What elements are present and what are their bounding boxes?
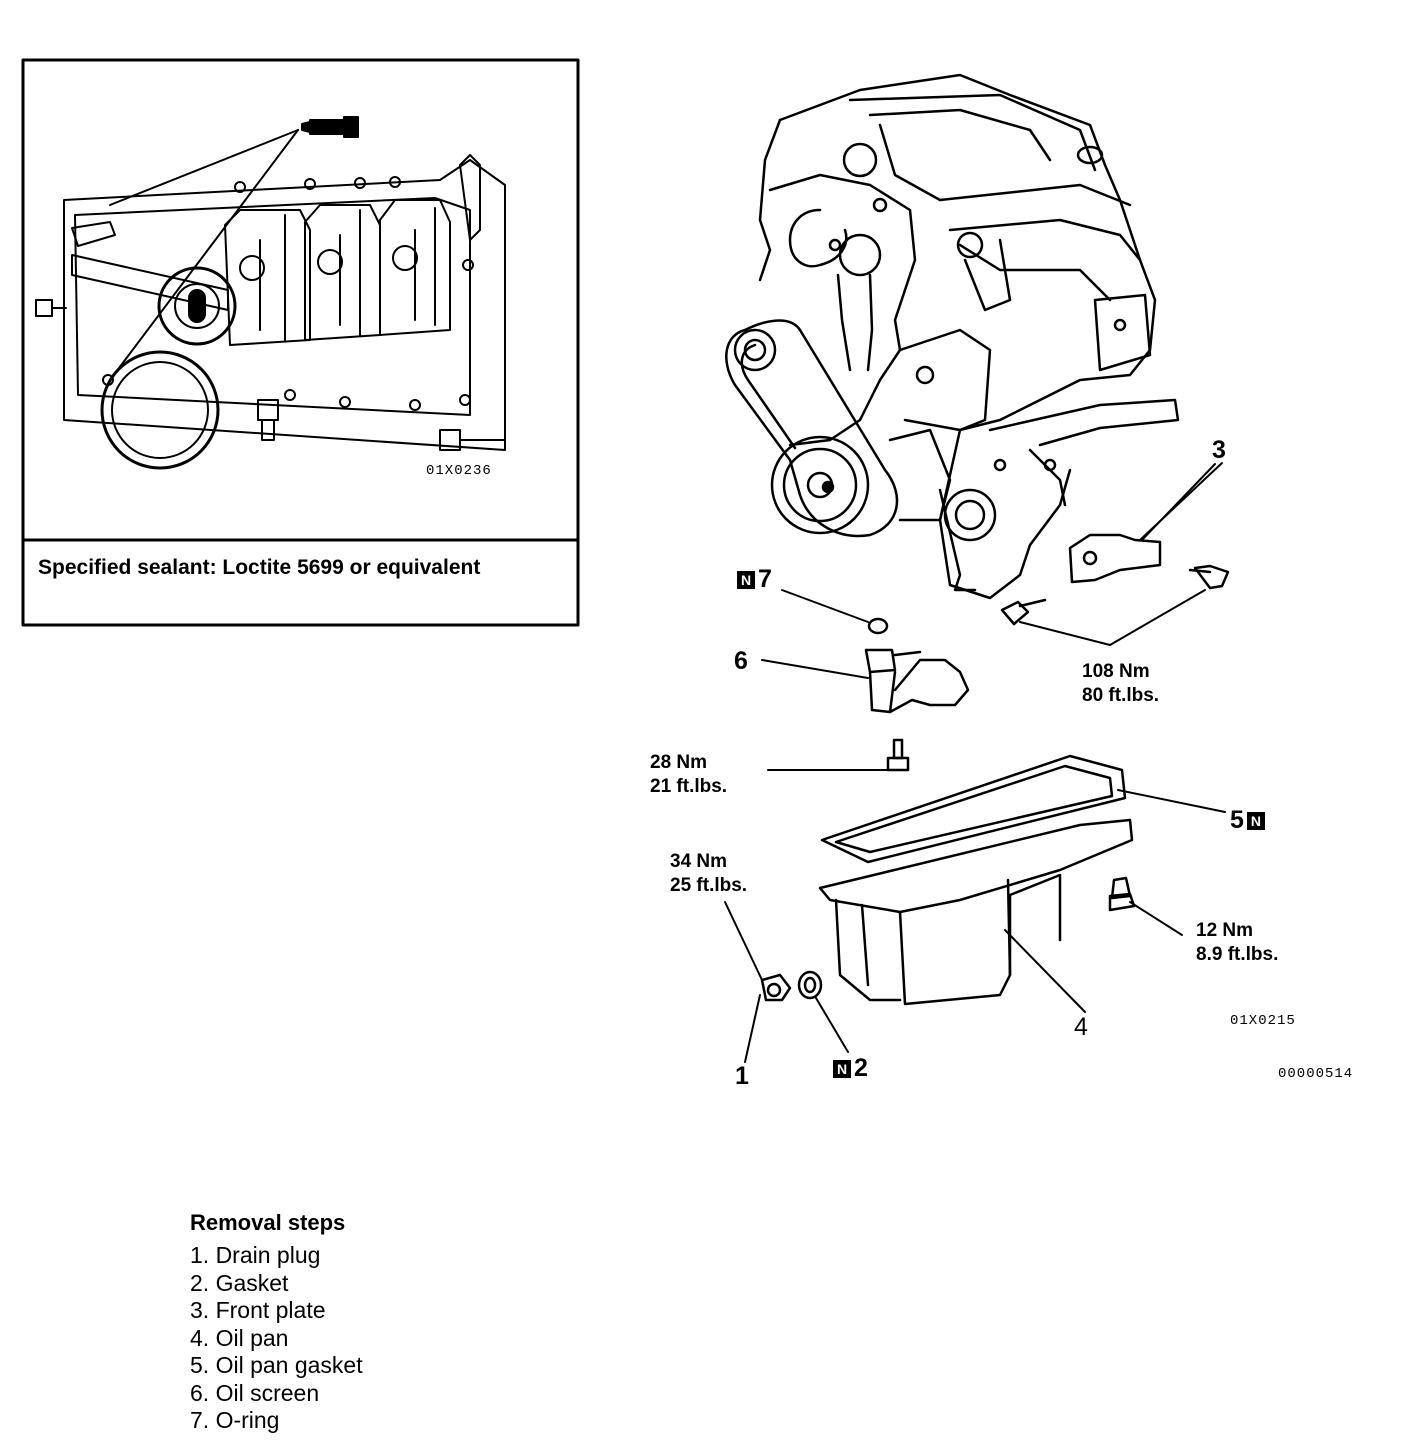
inset-engine-block-drawing [35, 154, 506, 470]
drain-plug-part [724, 901, 792, 1063]
new-part-mark: N [1246, 812, 1265, 830]
oil-pan-bolt [1108, 876, 1183, 936]
removal-title: Removal steps [190, 1210, 346, 1235]
removal-list: 1. Drain plug 2. Gasket 3. Front plate 4… [190, 1242, 363, 1435]
new-part-mark: N [833, 1060, 851, 1078]
sealant-tube-icon [109, 116, 359, 381]
inset-frame [21, 58, 580, 627]
page-code: 00000514 [1278, 1066, 1354, 1082]
list-item: 4. Oil pan [190, 1324, 289, 1351]
list-item: 1. Drain plug [190, 1242, 321, 1268]
list-item: 3. Front plate [190, 1297, 326, 1323]
engine-assembly-drawing [725, 73, 1180, 600]
callout-6: 6 [734, 647, 748, 675]
new-part-mark: N [737, 571, 755, 589]
inset-figure-code: 01X0236 [426, 463, 492, 479]
oil-pan-part [818, 818, 1134, 1013]
o-ring-part [781, 589, 889, 635]
callout-3: 3 [1212, 436, 1226, 464]
list-item: 5. Oil pan gasket [190, 1352, 363, 1378]
list-item: 2. Gasket [190, 1269, 289, 1296]
callout-1: 1 [735, 1062, 749, 1090]
oil-pan-gasket-part [820, 754, 1226, 864]
oil-screen-bolt [767, 738, 910, 772]
list-item: 7. O-ring [190, 1407, 280, 1433]
callout-4: 4 [1074, 1013, 1088, 1041]
inset-caption: Specified sealant: Loctite 5699 or equiv… [38, 556, 481, 579]
front-plate-bolts [1000, 564, 1230, 646]
removal-steps: Removal steps 1. Drain plug 2. Gasket 3.… [190, 1210, 363, 1435]
oil-screen-part [761, 648, 970, 714]
main-figure-code: 01X0215 [1230, 1013, 1296, 1029]
front-plate-leader [1141, 463, 1216, 541]
drain-gasket-part [797, 970, 849, 1053]
list-item: 6. Oil screen [190, 1379, 320, 1406]
